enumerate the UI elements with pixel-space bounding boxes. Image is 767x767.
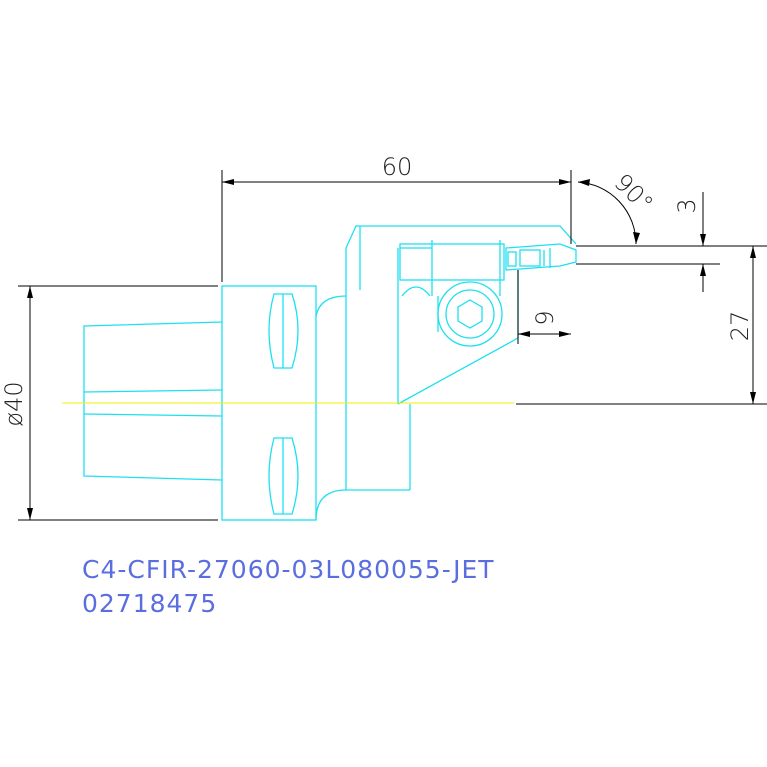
dim-groove-3: 3 bbox=[673, 198, 701, 213]
dim-diameter-40: ø40 bbox=[0, 381, 28, 426]
dim-angle-90: 90° bbox=[609, 168, 659, 218]
part-number: 02718475 bbox=[82, 589, 217, 618]
dim-length-60: 60 bbox=[382, 153, 413, 181]
tool-outline bbox=[83, 225, 577, 521]
dimension-lines bbox=[18, 170, 767, 521]
part-code: C4-CFIR-27060-03L080055-JET bbox=[82, 555, 495, 584]
dim-depth-9: 9 bbox=[531, 310, 559, 325]
dim-offset-27: 27 bbox=[726, 311, 754, 342]
